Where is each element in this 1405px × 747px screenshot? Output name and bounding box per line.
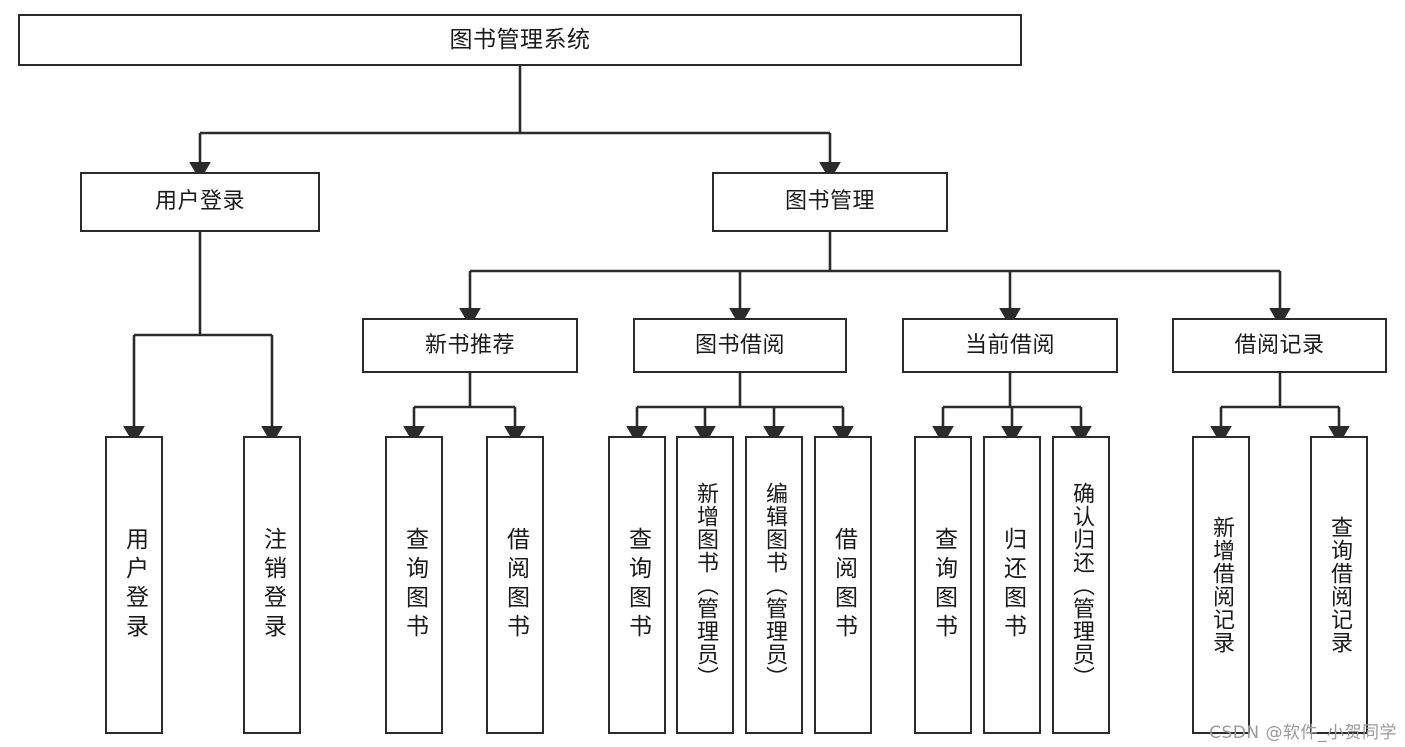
node-current-borrow-label: 当前借阅 (964, 332, 1055, 358)
node-leaf-user-login[interactable]: 用户登录 (105, 436, 163, 734)
node-current-borrow[interactable]: 当前借阅 (902, 318, 1118, 373)
node-root-label: 图书管理系统 (449, 26, 591, 53)
node-leaf-query-book-borrow[interactable]: 查询图书 (608, 436, 666, 734)
node-user-login-label: 用户登录 (154, 189, 245, 215)
node-leaf-query-book-cur-label: 查询图书 (930, 527, 957, 643)
node-leaf-borrow-book-rec-label: 借阅图书 (502, 527, 529, 643)
node-leaf-borrow-book[interactable]: 借阅图书 (814, 436, 872, 734)
node-leaf-logout[interactable]: 注销登录 (243, 436, 301, 734)
node-root[interactable]: 图书管理系统 (18, 14, 1022, 66)
node-leaf-borrow-book-rec[interactable]: 借阅图书 (486, 436, 544, 734)
node-leaf-confirm-return-admin-label: 确认归还（管理员） (1069, 481, 1094, 689)
node-leaf-query-borrow-record-label: 查询借阅记录 (1327, 516, 1352, 654)
node-leaf-add-book-admin[interactable]: 新增图书（管理员） (676, 436, 734, 734)
node-borrow-record[interactable]: 借阅记录 (1172, 318, 1387, 373)
node-leaf-add-borrow-record[interactable]: 新增借阅记录 (1192, 436, 1250, 734)
node-leaf-user-login-label: 用户登录 (121, 527, 148, 643)
node-new-book-rec[interactable]: 新书推荐 (362, 318, 578, 373)
node-user-login[interactable]: 用户登录 (80, 172, 320, 232)
node-leaf-query-book-rec-label: 查询图书 (401, 527, 428, 643)
node-leaf-confirm-return-admin[interactable]: 确认归还（管理员） (1052, 436, 1110, 734)
node-book-manage[interactable]: 图书管理 (712, 172, 948, 232)
node-leaf-query-book-cur[interactable]: 查询图书 (914, 436, 972, 734)
node-leaf-return-book[interactable]: 归还图书 (983, 436, 1041, 734)
node-leaf-add-book-admin-label: 新增图书（管理员） (693, 481, 718, 689)
node-leaf-return-book-label: 归还图书 (999, 527, 1026, 643)
node-leaf-query-book-borrow-label: 查询图书 (624, 527, 651, 643)
node-book-manage-label: 图书管理 (784, 189, 875, 215)
node-leaf-edit-book-admin[interactable]: 编辑图书（管理员） (745, 436, 803, 734)
node-book-borrow[interactable]: 图书借阅 (633, 318, 847, 373)
node-leaf-logout-label: 注销登录 (259, 527, 286, 643)
node-leaf-query-book-rec[interactable]: 查询图书 (385, 436, 443, 734)
node-new-book-rec-label: 新书推荐 (424, 332, 515, 358)
node-borrow-record-label: 借阅记录 (1234, 332, 1325, 358)
node-leaf-add-borrow-record-label: 新增借阅记录 (1209, 516, 1234, 654)
node-leaf-edit-book-admin-label: 编辑图书（管理员） (762, 481, 787, 689)
watermark: CSDN @软件_小贺同学 (1209, 723, 1397, 743)
node-book-borrow-label: 图书借阅 (694, 332, 785, 358)
node-leaf-borrow-book-label: 借阅图书 (830, 527, 857, 643)
node-leaf-query-borrow-record[interactable]: 查询借阅记录 (1310, 436, 1368, 734)
